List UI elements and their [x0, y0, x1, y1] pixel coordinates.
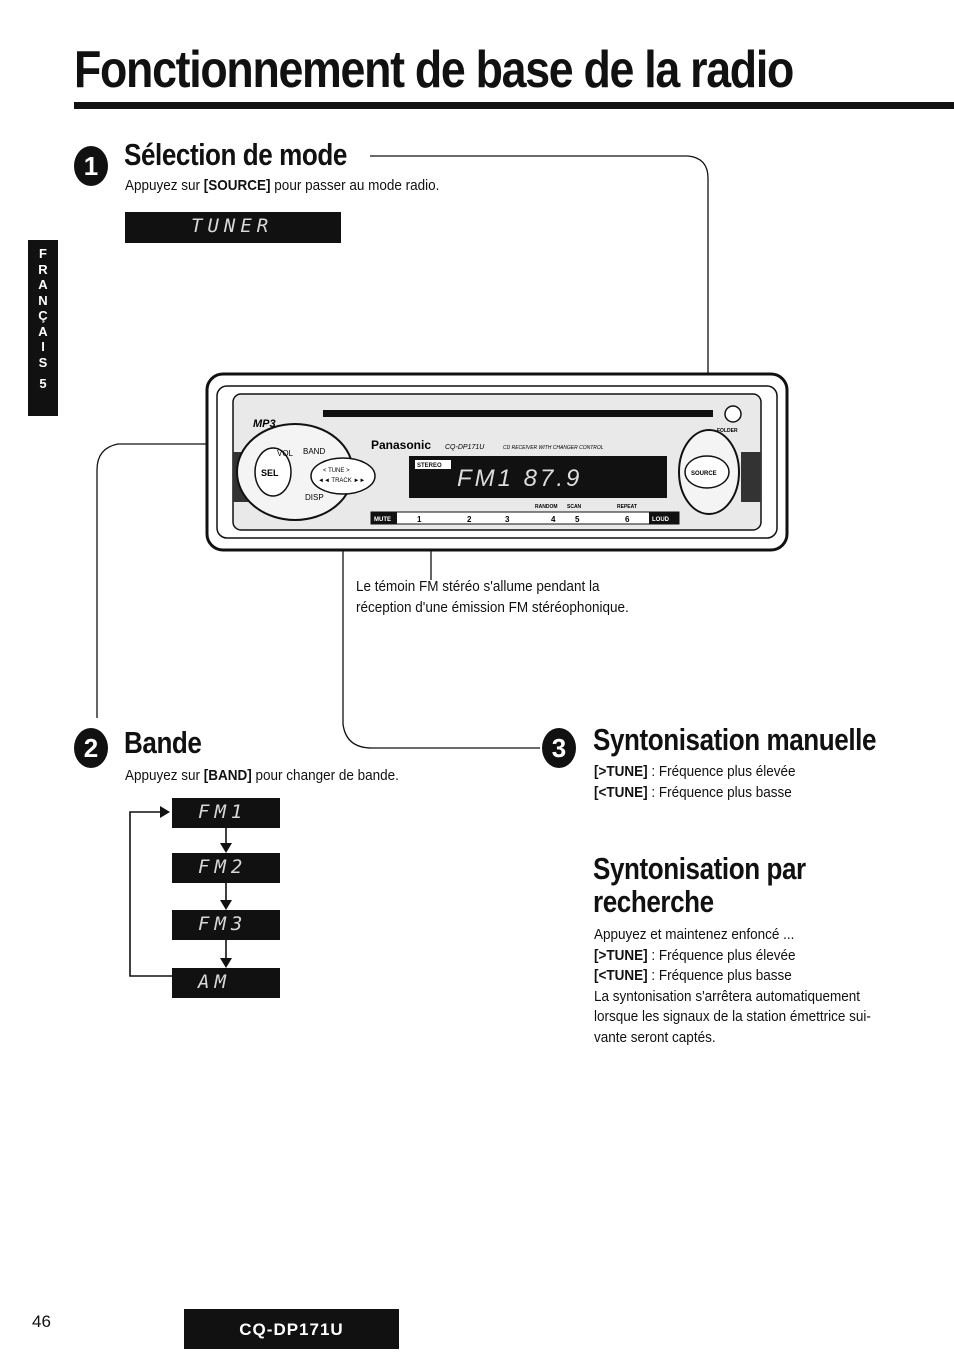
callout-line: Le témoin FM stéréo s'allume pendant la [356, 578, 600, 595]
text: : Fréquence plus élevée [647, 946, 796, 964]
folder-label: FOLDER [717, 428, 738, 434]
vol-label: VOL [277, 449, 294, 458]
source-button[interactable] [684, 455, 730, 489]
text: La syntonisation s'arrêtera automatiquem… [594, 987, 860, 1005]
leader-line-band [96, 443, 258, 718]
chapter-number: 5 [39, 376, 47, 391]
language-tab: F R A N Ç A I S 5 [28, 240, 58, 416]
tab-letter: I [41, 339, 45, 354]
text: Appuyez sur [125, 177, 204, 194]
section-1-heading: Sélection de mode [124, 137, 347, 172]
track-label: ◄◄ TRACK ►► [318, 478, 365, 484]
tune-track-rocker[interactable] [310, 457, 376, 495]
brand-logo: Panasonic [371, 438, 431, 452]
scan-label: SCAN [567, 504, 582, 510]
step-2-badge: 2 [74, 728, 108, 768]
model-label: CQ-DP171U [445, 444, 485, 451]
loud-label: LOUD [652, 517, 670, 523]
section-4-text: Appuyez et maintenez enfoncé ... [>TUNE]… [594, 925, 871, 1048]
tuner-display: TUNER [125, 212, 341, 243]
car-stereo-illustration: MP3 SEL VOL BAND DISP < TUNE > ◄◄ TRACK … [205, 372, 789, 552]
tune-up-key: [>TUNE] [594, 763, 648, 780]
right-shadow [741, 452, 761, 502]
band-arrow-head [220, 843, 232, 853]
mp3-logo: MP3 [253, 418, 276, 430]
heading-line: recherche [593, 884, 714, 919]
text: pour changer de bande. [251, 767, 399, 784]
heading-line: Syntonisation par [593, 851, 806, 886]
band-label: BAND [303, 447, 325, 456]
title-rule [74, 102, 954, 109]
tab-letter: N [38, 292, 48, 308]
tab-letter: F [39, 246, 47, 261]
section-4-heading: Syntonisation par recherche [593, 852, 806, 918]
tune-label: < TUNE > [323, 468, 350, 474]
band-display-fm3: FM3 [172, 910, 280, 940]
model-footer: CQ-DP171U [184, 1309, 399, 1349]
leader-line-source [370, 155, 709, 440]
band-cycle-line [129, 811, 172, 977]
section-1-text: Appuyez sur [SOURCE] pour passer au mode… [125, 176, 439, 197]
preset-5[interactable]: 5 [575, 515, 580, 524]
sel-button[interactable] [254, 447, 292, 497]
tab-letter: A [38, 277, 48, 292]
text: lorsque les signaux de la station émettr… [594, 1008, 871, 1025]
device-subtitle: CD RECEIVER WITH CHANGER CONTROL [503, 445, 604, 451]
stereo-indicator [415, 460, 451, 469]
seek-down-key: [<TUNE] [594, 967, 648, 984]
step-1-badge: 1 [74, 146, 108, 186]
preset-6[interactable]: 6 [625, 515, 630, 524]
disp-label: DISP [305, 493, 324, 502]
text: : Fréquence plus basse [647, 967, 792, 984]
device-display-text: FM1 87.9 [457, 465, 582, 492]
section-2-heading: Bande [124, 725, 202, 760]
text: pour passer au mode radio. [270, 177, 440, 194]
band-cycle-arrowhead [160, 806, 170, 818]
repeat-label: REPEAT [617, 504, 637, 510]
device-display [409, 456, 667, 498]
page-title: Fonctionnement de base de la radio [74, 41, 794, 99]
text: Appuyez et maintenez enfoncé ... [594, 926, 795, 943]
band-key: [BAND] [203, 767, 252, 784]
section-2-text: Appuyez sur [BAND] pour changer de bande… [125, 766, 399, 787]
mute-button[interactable] [371, 512, 397, 524]
cd-slot [323, 410, 713, 417]
band-arrow-head [220, 958, 232, 968]
seek-up-key: [>TUNE] [594, 946, 648, 964]
page-number: 46 [32, 1312, 51, 1331]
stereo-text: STEREO [417, 463, 442, 469]
tab-letter: A [38, 323, 48, 339]
preset-4[interactable]: 4 [551, 515, 556, 524]
eject-button[interactable] [724, 405, 742, 423]
step-3-badge: 3 [542, 728, 576, 768]
source-key: [SOURCE] [203, 177, 271, 194]
band-display-fm1: FM1 [172, 798, 280, 828]
preset-3[interactable]: 3 [505, 515, 510, 524]
tab-letter: R [38, 261, 48, 277]
tab-letter: Ç [38, 308, 48, 323]
band-display-fm2: FM2 [172, 853, 280, 883]
text: : Fréquence plus élevée [647, 763, 796, 780]
random-label: RANDOM [535, 504, 558, 510]
band-display-am: AM [172, 968, 280, 998]
section-3-heading: Syntonisation manuelle [593, 722, 877, 757]
leader-line-tune [342, 500, 540, 749]
preset-1[interactable]: 1 [417, 515, 422, 524]
tune-down-key: [<TUNE] [594, 783, 648, 801]
source-label: SOURCE [691, 471, 717, 477]
section-3-text: [>TUNE] : Fréquence plus élevée [<TUNE] … [594, 762, 795, 803]
text: : Fréquence plus basse [647, 783, 792, 801]
preset-2[interactable]: 2 [467, 515, 472, 524]
sel-label: SEL [261, 468, 279, 478]
tab-letter: S [38, 354, 48, 370]
loud-button[interactable] [649, 512, 679, 524]
stereo-callout: Le témoin FM stéréo s'allume pendant la … [356, 577, 629, 618]
mute-label: MUTE [374, 517, 391, 523]
text: vante seront captés. [594, 1028, 716, 1046]
text: Appuyez sur [125, 767, 204, 784]
band-arrow-head [220, 900, 232, 910]
callout-line: réception d'une émission FM stéréophoniq… [356, 598, 629, 616]
